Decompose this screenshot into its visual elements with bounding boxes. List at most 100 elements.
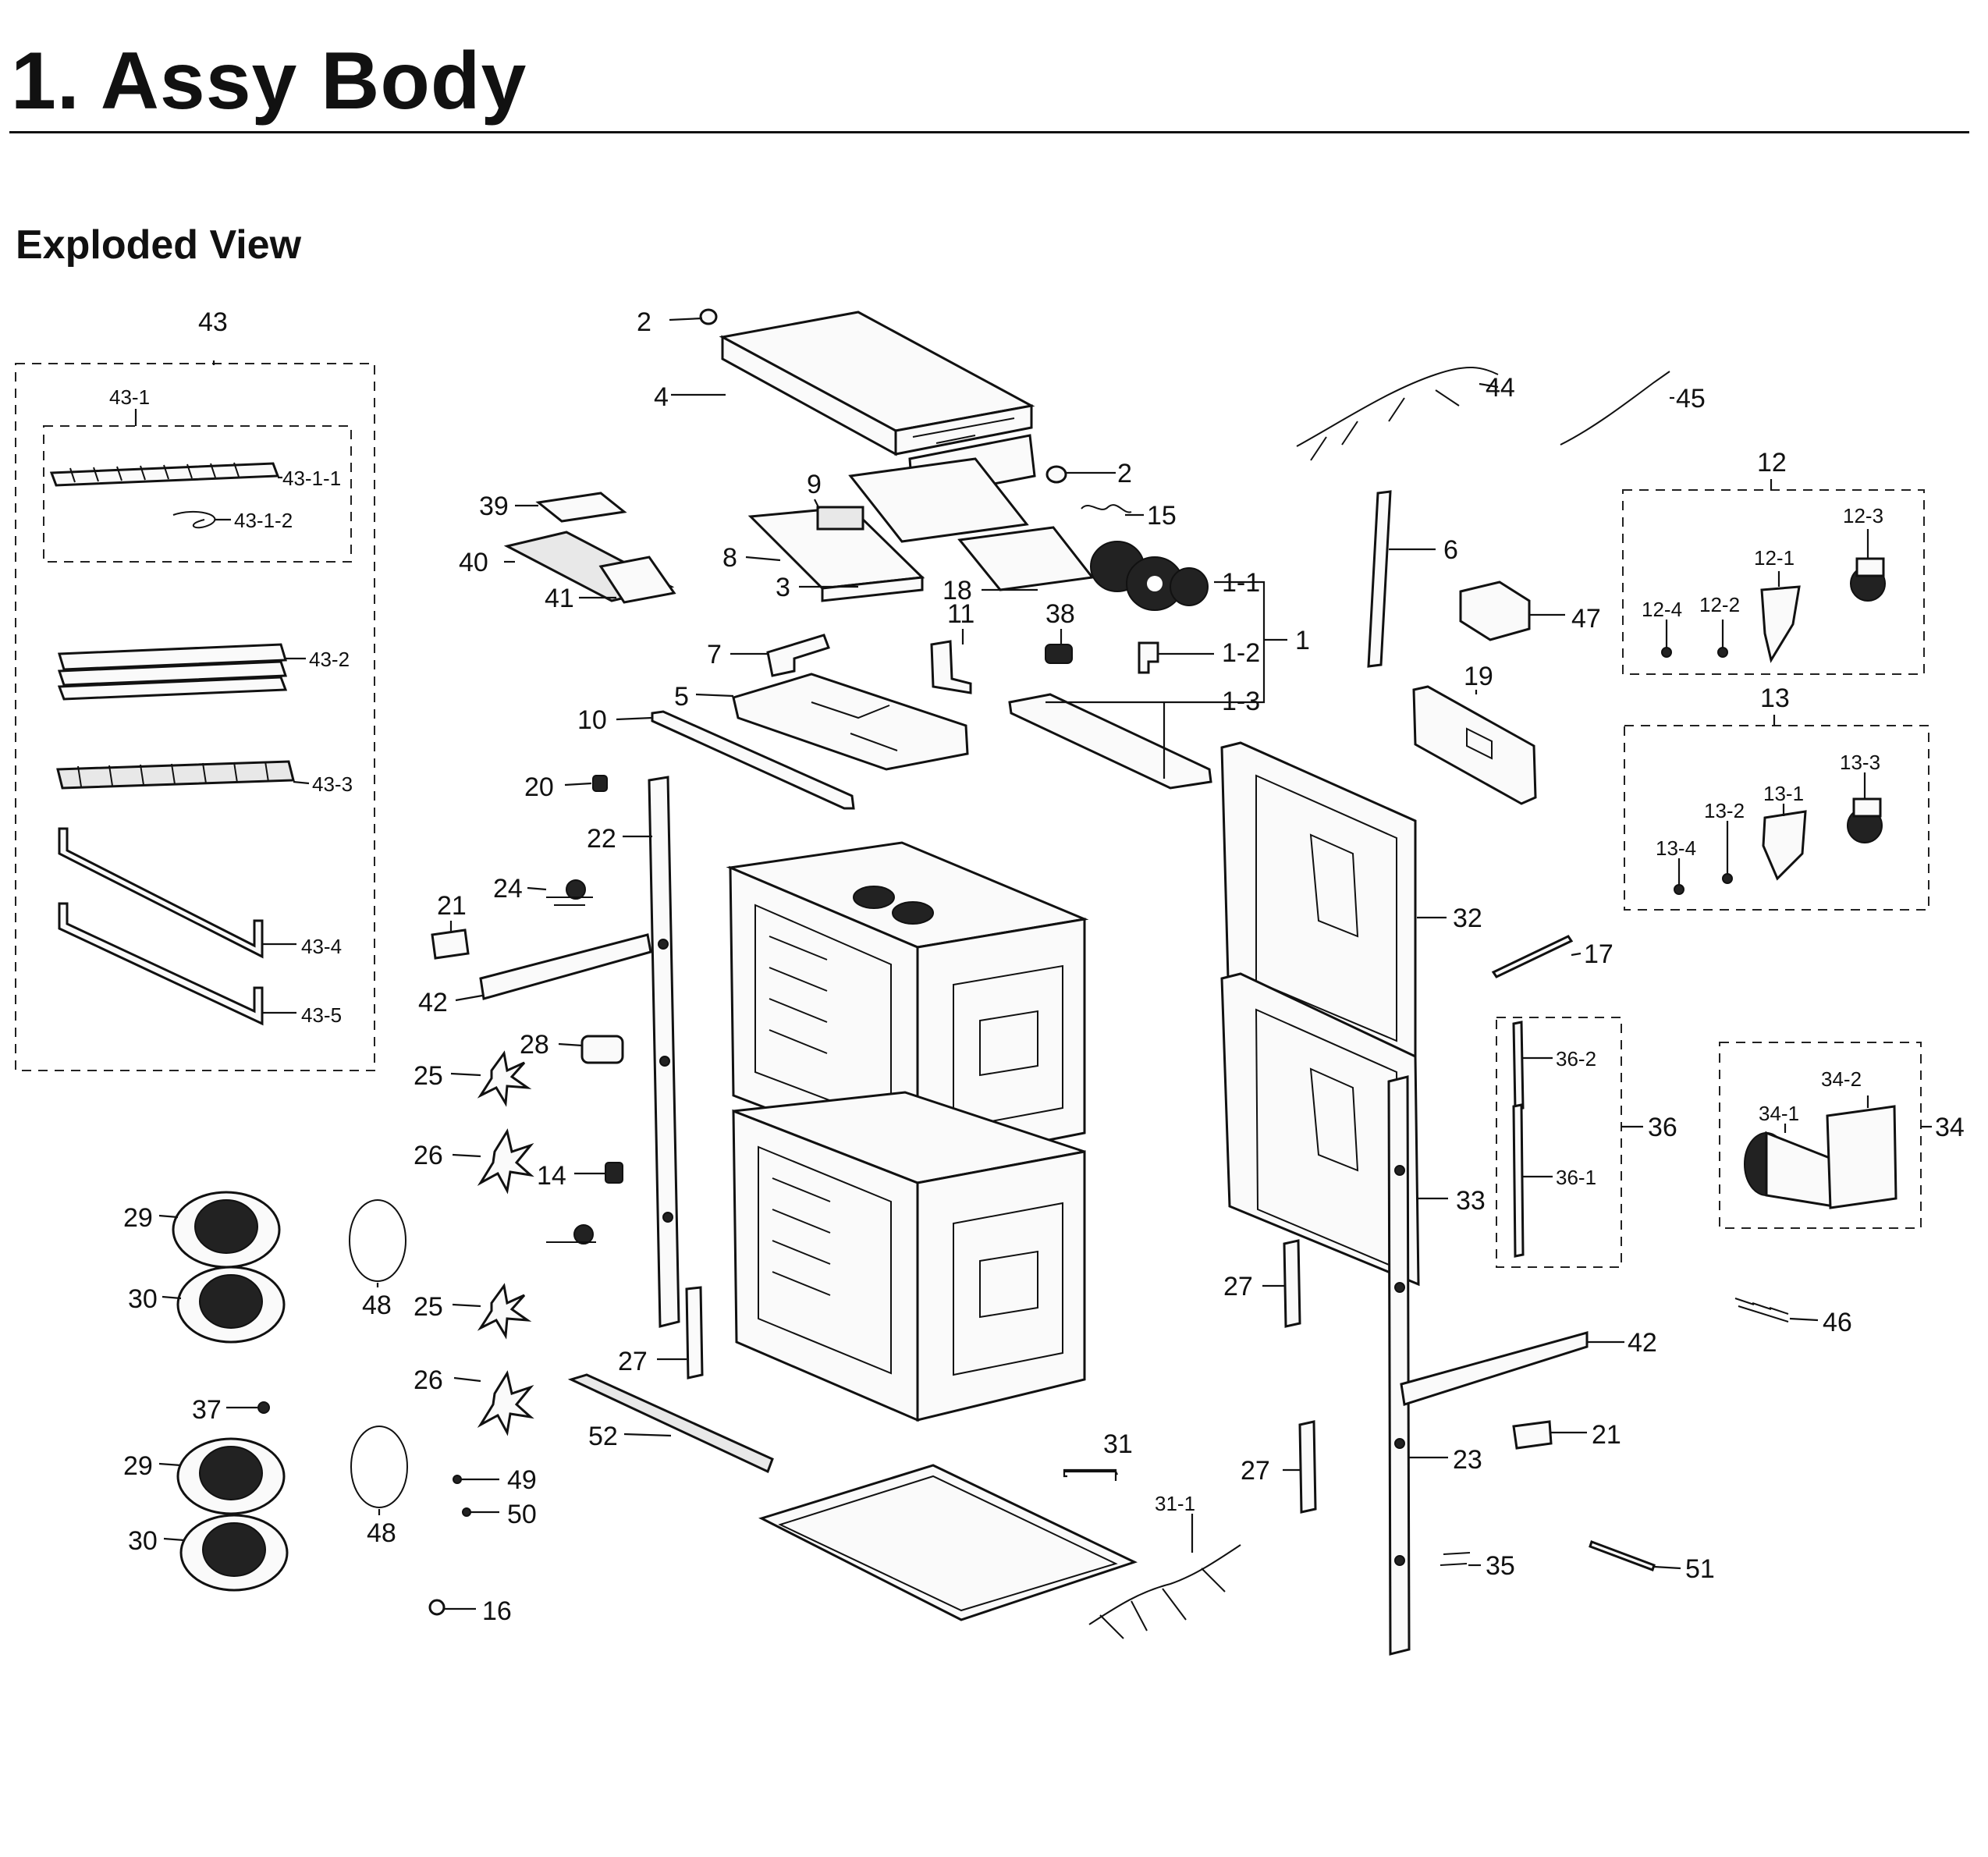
callout-50: 50 xyxy=(507,1500,537,1529)
bar-10 xyxy=(651,710,855,810)
callout-29-upper: 29 xyxy=(123,1203,153,1233)
callout-30-upper: 30 xyxy=(128,1284,158,1314)
section-subtitle: Exploded View xyxy=(16,222,302,268)
callout-31: 31 xyxy=(1103,1429,1133,1459)
callout-12-3: 12-3 xyxy=(1843,504,1883,527)
side-panel-33 xyxy=(1220,972,1420,1287)
callout-43-1: 43-1 xyxy=(109,385,150,409)
callout-39: 39 xyxy=(479,492,509,521)
bracket-19 xyxy=(1412,685,1537,805)
screw-50 xyxy=(462,1507,471,1517)
callout-48-upper: 48 xyxy=(362,1291,392,1320)
callout-27-left: 27 xyxy=(618,1347,648,1376)
callout-44: 44 xyxy=(1486,373,1515,403)
callout-43-3: 43-3 xyxy=(312,772,353,796)
callout-7: 7 xyxy=(707,640,722,669)
callout-25-upper: 25 xyxy=(414,1061,443,1091)
callout-5: 5 xyxy=(674,682,689,712)
bracket-12-1 xyxy=(1760,585,1801,663)
callout-36: 36 xyxy=(1648,1113,1677,1142)
page-title: 1. Assy Body xyxy=(11,36,527,126)
callout-10: 10 xyxy=(577,705,607,735)
motor-34-1 xyxy=(1744,1131,1835,1208)
callout-24: 24 xyxy=(493,874,523,904)
motor-12-3 xyxy=(1850,557,1886,602)
bracket-1-2 xyxy=(1138,641,1159,674)
callout-26-upper: 26 xyxy=(414,1141,443,1170)
screw-13-4 xyxy=(1674,884,1684,895)
screw-49 xyxy=(453,1475,462,1484)
callout-11: 11 xyxy=(947,599,974,629)
callout-34-2: 34-2 xyxy=(1821,1067,1862,1091)
callout-26-lower: 26 xyxy=(414,1365,443,1395)
wire-clip-43-1-2 xyxy=(172,510,216,529)
callout-13: 13 xyxy=(1760,684,1790,713)
callout-36-2: 36-2 xyxy=(1556,1047,1596,1071)
callout-43-1-1: 43-1-1 xyxy=(282,467,341,490)
callout-15: 15 xyxy=(1147,501,1177,531)
callout-9: 9 xyxy=(807,470,822,499)
side-rail-23 xyxy=(1387,1075,1411,1656)
rod-51 xyxy=(1589,1540,1656,1571)
bracket-27-left xyxy=(685,1286,704,1379)
bracket-42-left xyxy=(479,933,652,1000)
callout-40: 40 xyxy=(459,548,488,577)
callout-43-5: 43-5 xyxy=(301,1003,342,1027)
callout-6: 6 xyxy=(1443,535,1458,565)
convection-cover-29-upper xyxy=(172,1191,281,1269)
callout-17: 17 xyxy=(1584,939,1613,969)
callout-1-3: 1-3 xyxy=(1222,687,1260,716)
group-box-13 xyxy=(1624,725,1929,911)
callout-12-1: 12-1 xyxy=(1754,546,1795,570)
probe-17 xyxy=(1491,935,1574,978)
callout-14: 14 xyxy=(537,1161,566,1191)
callout-31-1: 31-1 xyxy=(1155,1492,1195,1515)
group-box-36 xyxy=(1496,1017,1622,1268)
callout-42-left: 42 xyxy=(418,988,448,1017)
screw-37 xyxy=(257,1401,270,1414)
group-box-43-1 xyxy=(43,425,352,563)
pcb-41 xyxy=(598,556,676,604)
wire-15 xyxy=(1081,504,1132,513)
convection-cover-29-lower xyxy=(176,1437,286,1515)
callout-labels: 43 43-1 43-1-1 43-1-2 43-2 43-3 43-4 43-… xyxy=(109,307,1965,1626)
callout-1-2: 1-2 xyxy=(1222,638,1260,668)
callout-46: 46 xyxy=(1823,1308,1852,1337)
ring-48-upper xyxy=(349,1199,406,1282)
callout-41: 41 xyxy=(545,584,574,613)
fan-motor-1-1 xyxy=(1090,541,1209,611)
ring-48-lower xyxy=(350,1426,408,1508)
callout-19: 19 xyxy=(1464,662,1493,691)
callout-27-right-upper: 27 xyxy=(1223,1272,1253,1301)
wire-harness-44 xyxy=(1296,367,1499,461)
callout-28: 28 xyxy=(520,1030,549,1060)
pcb-39 xyxy=(535,492,627,523)
motor-13-3 xyxy=(1847,797,1883,843)
fan-blade-26-lower xyxy=(477,1370,534,1436)
callout-1: 1 xyxy=(1295,626,1310,655)
callout-16: 16 xyxy=(482,1596,512,1626)
gasket-28 xyxy=(580,1035,624,1064)
convection-cover-30-upper xyxy=(176,1266,286,1344)
rail-43-5 xyxy=(58,902,264,1026)
sensor-unlabeled xyxy=(546,1224,596,1245)
callout-47: 47 xyxy=(1571,604,1601,634)
screw-2-top xyxy=(699,308,718,325)
part-20 xyxy=(592,775,608,792)
bracket-21-right xyxy=(1512,1420,1553,1450)
callout-2-top: 2 xyxy=(637,307,651,337)
callout-51: 51 xyxy=(1685,1554,1715,1584)
wire-harness-45 xyxy=(1560,371,1670,446)
bracket-1-3 xyxy=(1008,693,1212,790)
callout-43-1-2: 43-1-2 xyxy=(234,509,293,532)
callout-8: 8 xyxy=(722,543,737,573)
callout-13-2: 13-2 xyxy=(1704,799,1745,822)
callout-38: 38 xyxy=(1045,599,1075,629)
callout-35: 35 xyxy=(1486,1551,1515,1581)
callout-1-1: 1-1 xyxy=(1222,568,1260,598)
callout-23: 23 xyxy=(1453,1445,1482,1475)
fan-blade-25 xyxy=(477,1050,532,1107)
group-box-34 xyxy=(1719,1042,1922,1229)
bracket-27-right-lower xyxy=(1298,1420,1317,1514)
